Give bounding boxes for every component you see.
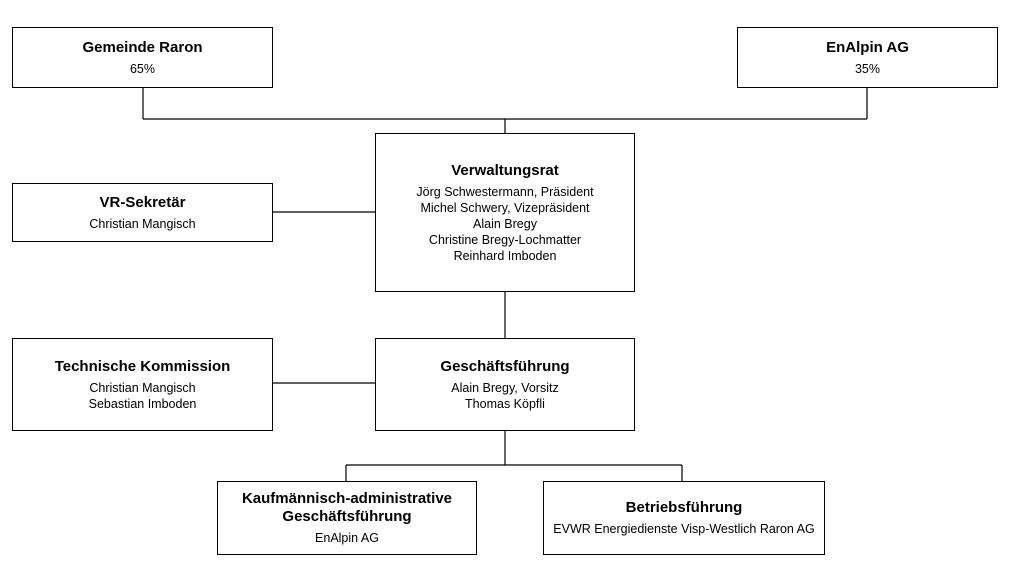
management-title: Geschäftsführung: [440, 357, 570, 375]
board-box: Verwaltungsrat Jörg Schwestermann, Präsi…: [375, 133, 635, 292]
operations-box: Betriebsführung EVWR Energiedienste Visp…: [543, 481, 825, 555]
management-member: Thomas Köpfli: [465, 396, 545, 411]
commercial-member: EnAlpin AG: [315, 531, 379, 545]
secretary-member: Christian Mangisch: [89, 216, 196, 231]
owner-name: EnAlpin AG: [826, 38, 909, 56]
owner-enalpin-box: EnAlpin AG 35%: [737, 27, 998, 88]
secretary-box: VR-Sekretär Christian Mangisch: [12, 183, 273, 242]
tech-commission-title: Technische Kommission: [54, 357, 231, 375]
tech-commission-box: Technische Kommission Christian Mangisch…: [12, 338, 273, 431]
management-box: Geschäftsführung Alain Bregy, Vorsitz Th…: [375, 338, 635, 431]
board-member: Alain Bregy: [473, 216, 537, 231]
board-title: Verwaltungsrat: [451, 161, 559, 179]
tech-commission-member: Sebastian Imboden: [88, 396, 197, 411]
management-member: Alain Bregy, Vorsitz: [451, 380, 559, 395]
owner-gemeinde-raron-box: Gemeinde Raron 65%: [12, 27, 273, 88]
board-member: Christine Bregy-Lochmatter: [428, 232, 582, 247]
operations-title: Betriebsführung: [625, 499, 743, 516]
board-member: Jörg Schwestermann, Präsident: [416, 184, 594, 199]
board-member: Reinhard Imboden: [453, 248, 557, 263]
owner-share: 35%: [854, 61, 881, 76]
operations-member: EVWR Energiedienste Visp-Westlich Raron …: [553, 522, 815, 536]
tech-commission-member: Christian Mangisch: [89, 380, 196, 395]
secretary-title: VR-Sekretär: [99, 193, 186, 211]
owner-name: Gemeinde Raron: [82, 38, 203, 56]
commercial-title-line2: Geschäftsführung: [282, 508, 412, 525]
owner-share: 65%: [129, 61, 156, 76]
commercial-title-line1: Kaufmännisch-administrative: [241, 490, 453, 507]
board-member: Michel Schwery, Vizepräsident: [420, 200, 590, 215]
commercial-management-box: Kaufmännisch-administrative Geschäftsfüh…: [217, 481, 477, 555]
